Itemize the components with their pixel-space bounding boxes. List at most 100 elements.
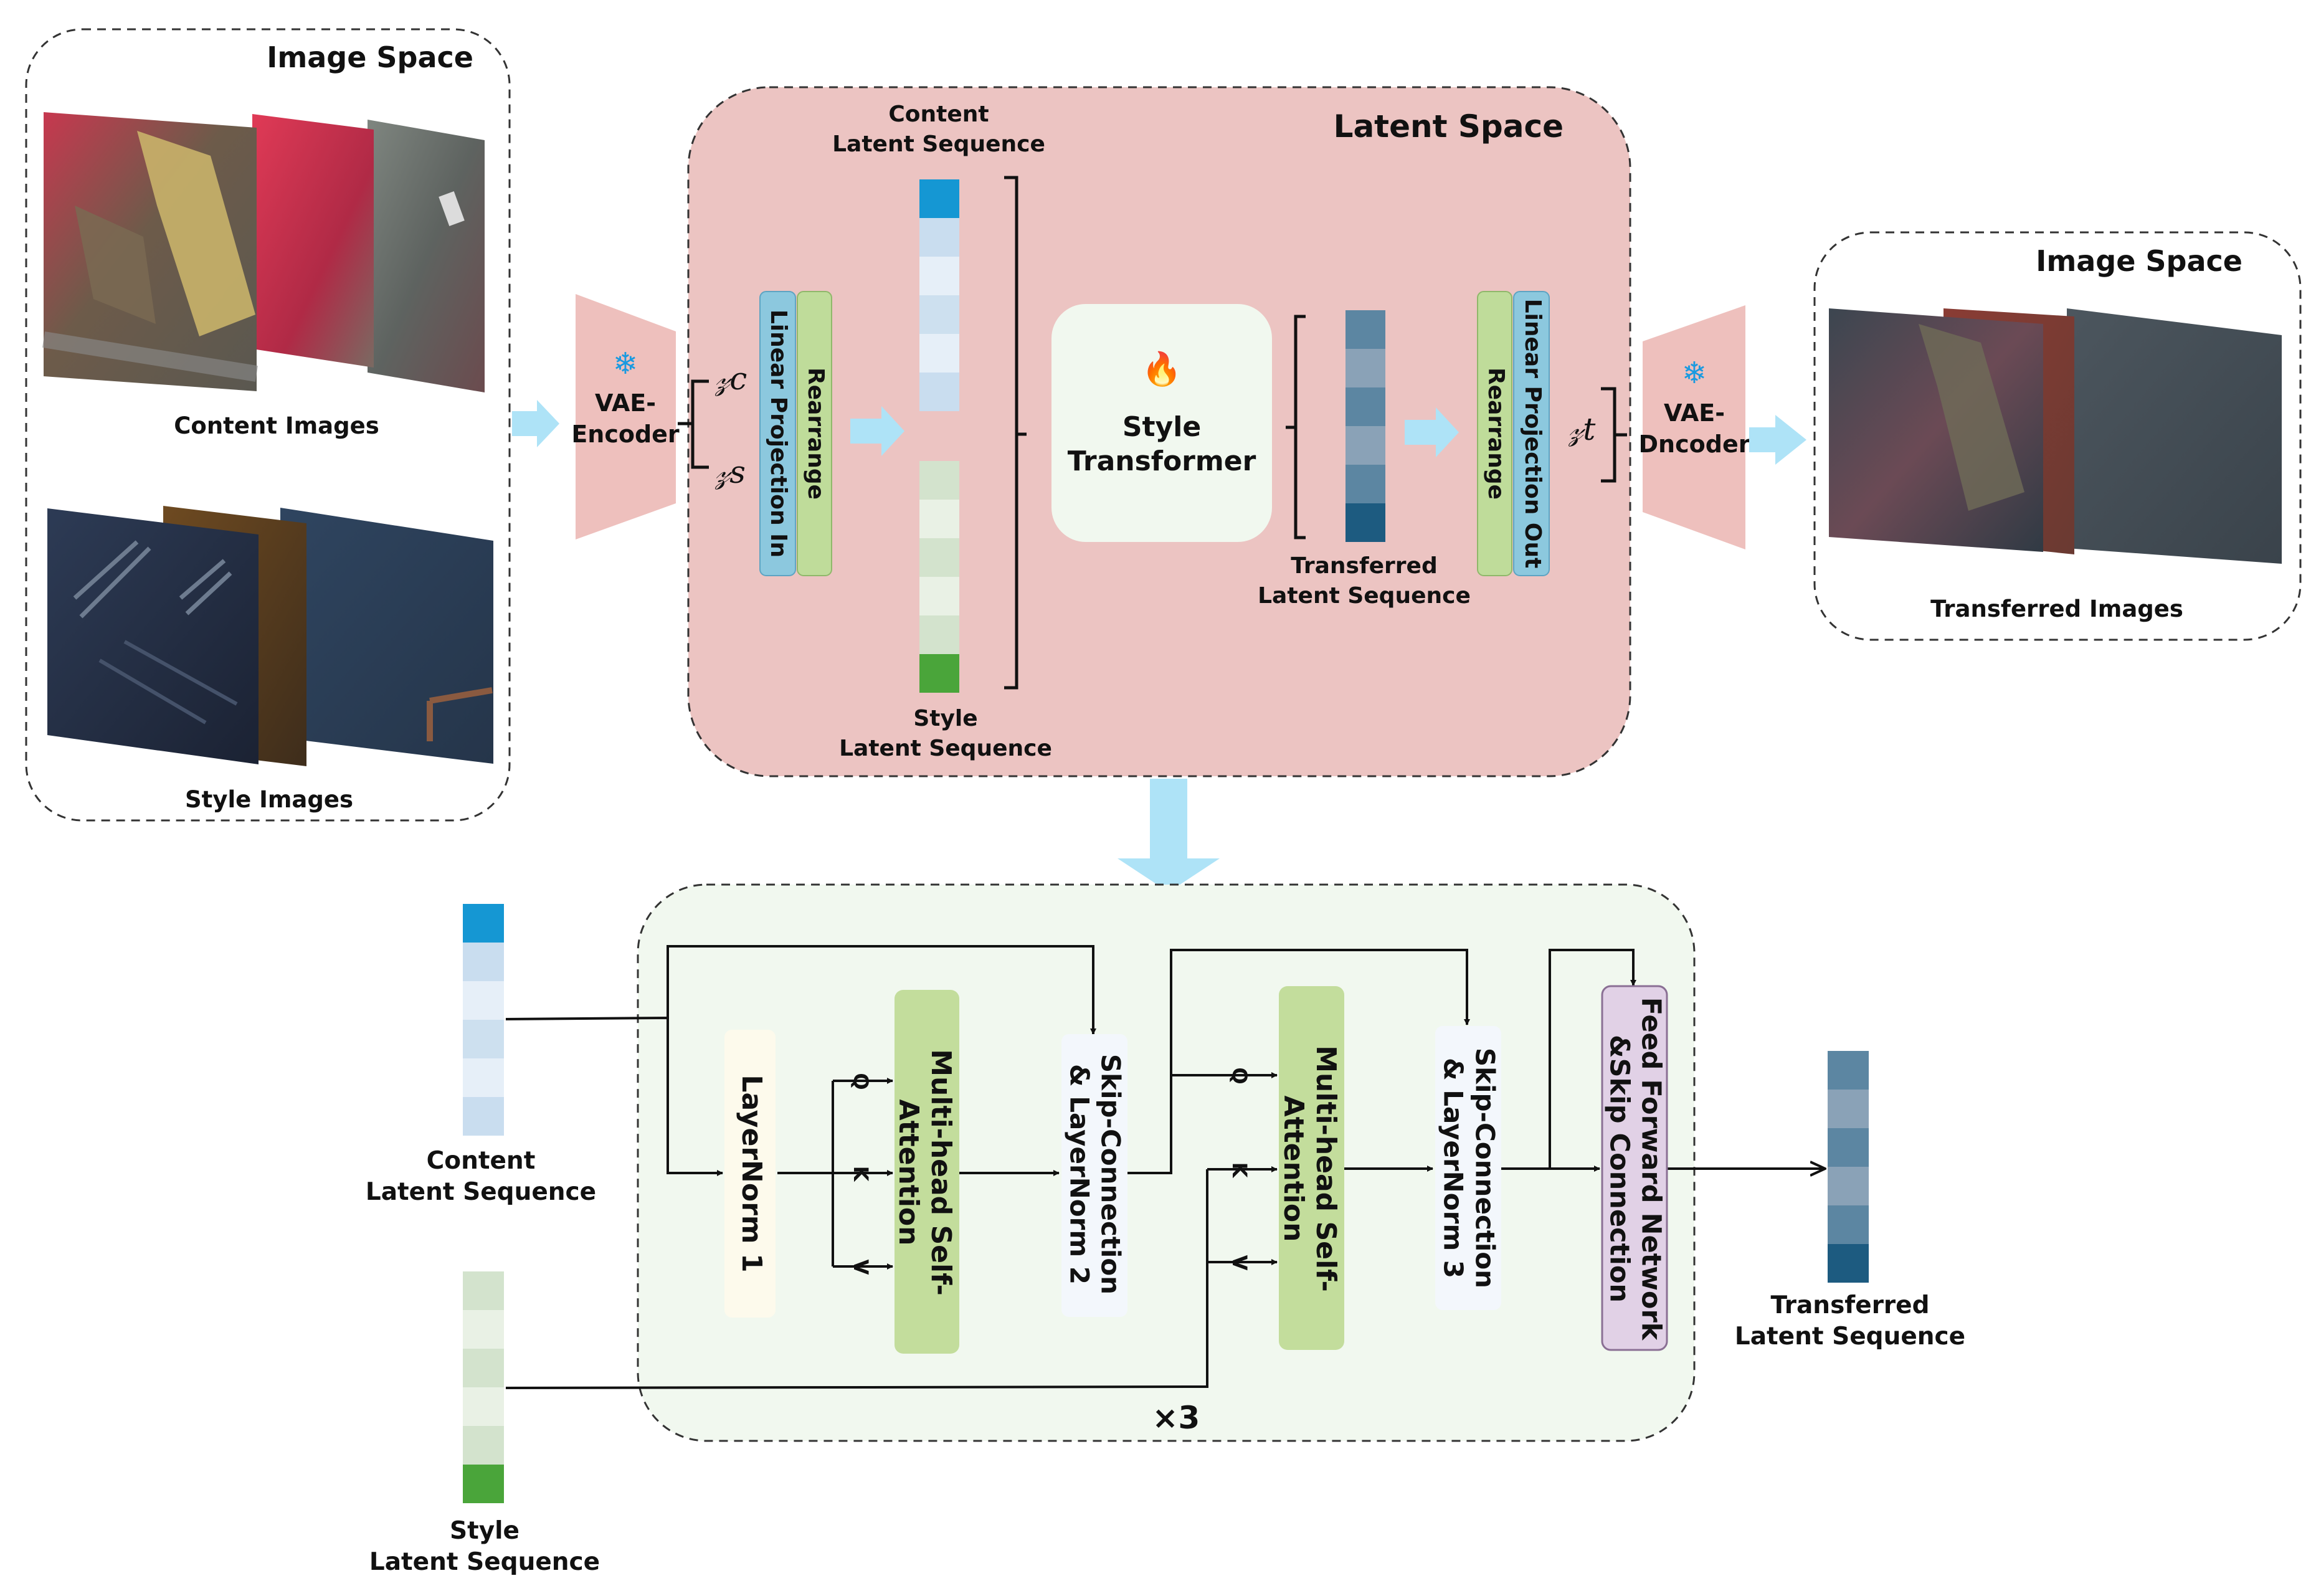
content-seq-label-bottom-1: Content: [427, 1147, 536, 1175]
content-seq-top-token-6: [919, 373, 959, 411]
transferred-seq-top-token-6: [1345, 503, 1385, 542]
vae-encoder-label-2: Encoder: [571, 420, 680, 448]
transferred-seq-bottom-token-6: [1828, 1244, 1869, 1283]
content-seq-label-top-1: Content: [888, 102, 989, 127]
content-seq-top-token-1: [919, 179, 959, 218]
skip-layernorm-3-label-1: Skip-Connection: [1470, 1048, 1501, 1288]
linear-projection-out-bar: [1513, 291, 1550, 576]
rearrange-in-label: Rearrange: [803, 368, 828, 500]
transferred-seq-top-token-1: [1345, 310, 1385, 349]
vae-decoder-shape: [1643, 305, 1745, 549]
style-images-caption: Style Images: [185, 786, 353, 813]
vae-decoder-label-1: VAE-: [1664, 399, 1725, 427]
transferred-image-3: [2067, 308, 2282, 564]
content-seq-bottom-token-5: [463, 1058, 504, 1097]
rearrange-in-bar: [797, 291, 832, 576]
style-seq-label-bottom-2: Latent Sequence: [369, 1548, 600, 1576]
zt-bracket: [1601, 387, 1627, 483]
style-transformer-label-1: Style: [1122, 411, 1201, 443]
line-skip-1: [667, 945, 1096, 1035]
k-label-2: K: [1228, 1162, 1251, 1179]
rearrange-in: Rearrange: [797, 291, 832, 576]
style-seq-top-token-1: [919, 461, 959, 500]
mhsa-1-block: Multi-head Self- Attention: [893, 990, 959, 1354]
transferred-latent-sequence-top: [1345, 310, 1385, 542]
transferred-seq-top-token-2: [1345, 349, 1385, 387]
ffn-box: [1601, 985, 1668, 1351]
vae-encoder-shape: [576, 294, 676, 539]
style-seq-top-token-2: [919, 500, 959, 538]
content-seq-bottom-token-4: [463, 1020, 504, 1058]
vae-decoder: ❄ VAE- Dncoder: [1639, 305, 1750, 549]
vae-encoder-icon: ❄: [613, 346, 638, 381]
content-images-caption: Content Images: [174, 412, 379, 439]
k-label-1: K: [849, 1166, 873, 1182]
arrow-sequence-to-rearrange: [1405, 407, 1459, 457]
skip-layernorm-2-block: Skip-Connection & LayerNorm 2: [1061, 1034, 1127, 1317]
fire-icon: 🔥: [1142, 350, 1182, 388]
content-latent-sequence-bottom: [463, 904, 504, 1136]
encoder-output-bracket: [678, 379, 709, 469]
content-seq-bottom-token-1: [463, 904, 504, 943]
arrow-input-to-encoder: [512, 400, 559, 447]
rearrange-out: Rearrange: [1477, 291, 1512, 576]
linear-projection-in-label: Linear Projection In: [766, 310, 791, 558]
mhsa-1-label-1: Multi-head Self-: [925, 1049, 957, 1295]
ffn-block: Feed Forward Network &Skip Connection: [1601, 985, 1668, 1351]
ffn-label-1: Feed Forward Network: [1636, 997, 1667, 1341]
v-label-1: V: [849, 1260, 873, 1275]
content-seq-top-token-4: [919, 295, 959, 334]
vae-decoder-label-2: Dncoder: [1639, 430, 1750, 458]
vae-encoder: ❄ VAE- Encoder: [571, 294, 680, 539]
input-image-space-title: Image Space: [267, 40, 473, 74]
style-seq-bottom-token-3: [463, 1349, 504, 1387]
content-seq-top-token-3: [919, 257, 959, 295]
style-seq-bottom-token-4: [463, 1387, 504, 1426]
style-image-1: [47, 508, 259, 764]
content-seq-bottom-token-3: [463, 981, 504, 1020]
content-seq-bottom-token-2: [463, 943, 504, 981]
style-seq-bottom-token-6: [463, 1465, 504, 1503]
layernorm-1-block: LayerNorm 1: [724, 1030, 776, 1318]
arrow-rearrange-to-sequence: [850, 406, 904, 456]
mhsa-1-label-2: Attention: [893, 1100, 924, 1246]
skip-layernorm-3-label-2: & LayerNorm 3: [1438, 1058, 1469, 1278]
content-latent-sequence-top: [919, 179, 959, 411]
style-seq-top-token-5: [919, 615, 959, 654]
style-latent-sequence-top: [919, 461, 959, 693]
style-seq-bottom-token-2: [463, 1310, 504, 1349]
style-transformer-detail-panel: Content Latent Sequence Style Latent Seq…: [366, 883, 1965, 1576]
content-seq-top-token-5: [919, 334, 959, 373]
input-image-space-panel: Image Space Content Images Style Images: [25, 28, 511, 822]
detail-panel-border: [637, 883, 1696, 1442]
line-skip-ffn: [1549, 949, 1636, 1169]
vae-encoder-label-1: VAE-: [595, 389, 656, 417]
linear-projection-out-label: Linear Projection Out: [1520, 299, 1545, 569]
content-images-stack: [42, 112, 485, 392]
vae-decoder-icon: ❄: [1682, 356, 1707, 391]
line-content-in: [505, 1016, 723, 1176]
transferred-seq-top-token-5: [1345, 465, 1385, 503]
output-image-space-panel: Image Space Transferred Images: [1813, 231, 2302, 641]
layernorm-1-box: [724, 1030, 776, 1318]
transferred-seq-top-token-4: [1345, 426, 1385, 465]
skip-layernorm-2-box: [1061, 1034, 1127, 1317]
linear-projection-in: Linear Projection In: [759, 291, 796, 576]
mhsa-2-block: Multi-head Self- Attention: [1278, 986, 1344, 1350]
transferred-seq-bottom-token-1: [1828, 1051, 1869, 1090]
q-label-1: Q: [849, 1073, 873, 1090]
skip-layernorm-2-label-1: Skip-Connection: [1096, 1054, 1126, 1294]
rearrange-out-bar: [1477, 291, 1512, 576]
mhsa-2-label-1: Multi-head Self-: [1310, 1045, 1342, 1291]
content-image-2: [252, 114, 374, 368]
style-seq-label-bottom-1: Style: [450, 1517, 520, 1545]
content-seq-label-bottom-2: Latent Sequence: [366, 1178, 596, 1206]
style-seq-bottom-token-1: [463, 1271, 504, 1310]
style-seq-top-token-6: [919, 654, 959, 693]
transferred-images-caption: Transferred Images: [1930, 596, 2183, 622]
layernorm-1-label: LayerNorm 1: [736, 1075, 767, 1272]
transferred-seq-bottom-token-5: [1828, 1205, 1869, 1244]
arrow-latent-to-detail: [1118, 779, 1220, 892]
style-seq-top-token-3: [919, 538, 959, 577]
style-latent-sequence-bottom: [463, 1271, 504, 1503]
